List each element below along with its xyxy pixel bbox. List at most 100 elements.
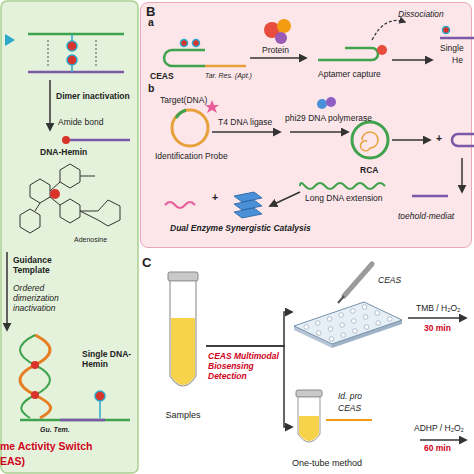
guided-helix bbox=[20, 335, 51, 418]
long-dna bbox=[412, 195, 448, 198]
annotation-label: Tar. Res. (Apt.) bbox=[205, 72, 252, 80]
step-arrow bbox=[461, 158, 463, 192]
annotation-label: Adenosine bbox=[74, 236, 107, 244]
g-quadruplex bbox=[234, 208, 262, 218]
readout-arrow bbox=[420, 440, 466, 441]
annotation-label: Single bbox=[440, 44, 464, 54]
single-hemin-strand bbox=[440, 37, 474, 40]
long-dna bbox=[270, 192, 300, 206]
plate-shape bbox=[388, 317, 393, 322]
small-shape bbox=[326, 419, 372, 421]
hemin-structure bbox=[35, 176, 120, 226]
plate-shape bbox=[362, 305, 367, 310]
plate-shape bbox=[294, 302, 402, 344]
dimer-illustration bbox=[67, 41, 77, 51]
ceas-probe bbox=[164, 40, 246, 67]
dimer-illustration bbox=[5, 34, 15, 46]
annotation-label: 60 min bbox=[424, 444, 451, 454]
reagent-label: CEAS bbox=[338, 404, 361, 414]
tube-shape bbox=[171, 318, 195, 385]
annotation-label: phi29 DNA polymerase bbox=[285, 114, 372, 124]
guided-helix bbox=[60, 419, 105, 422]
guided-helix bbox=[31, 391, 39, 399]
single-hemin-strand bbox=[440, 27, 474, 39]
pink-strand bbox=[165, 202, 195, 208]
plate-shape bbox=[351, 309, 356, 314]
ceas-probe bbox=[164, 50, 205, 66]
annotation-label: ADHP / H₂O₂ bbox=[414, 424, 464, 434]
rca-product bbox=[352, 122, 388, 158]
annotation-label: Amide bond bbox=[58, 118, 103, 128]
annotation-label: T4 DNA ligase bbox=[218, 118, 272, 128]
left-panel-background bbox=[1, 1, 138, 473]
pink-strand bbox=[165, 202, 195, 208]
step-arrow bbox=[462, 158, 463, 192]
plate-shape bbox=[316, 321, 321, 326]
polymerase-blob bbox=[317, 99, 327, 109]
protein-blob bbox=[275, 32, 287, 44]
aptamer-capture bbox=[318, 20, 405, 60]
sample-tube: Samples bbox=[160, 272, 206, 420]
annotation-label: Single DNA-Hemin bbox=[82, 350, 134, 370]
tube-shape bbox=[170, 281, 196, 386]
small-shape bbox=[298, 397, 320, 442]
annotation-label: a bbox=[148, 16, 154, 28]
guided-helix bbox=[20, 419, 130, 422]
guided-helix bbox=[95, 391, 105, 401]
hemin-structure bbox=[60, 199, 80, 223]
dimer-illustration bbox=[28, 33, 124, 36]
rca-product bbox=[361, 132, 378, 151]
plate-shape bbox=[317, 331, 322, 336]
guidance-arrow bbox=[6, 252, 8, 330]
annotation-label: Identification Probe bbox=[155, 152, 228, 162]
annotation-label: Dimer inactivation bbox=[56, 92, 130, 102]
annotation-label: me Activity Switch bbox=[0, 440, 92, 452]
polymerase-blob bbox=[326, 97, 336, 107]
step-arrow bbox=[50, 80, 51, 130]
guided-helix bbox=[31, 361, 39, 369]
guided-helix bbox=[20, 335, 130, 420]
dna-hemin-strand bbox=[62, 136, 130, 144]
plate-shape bbox=[364, 325, 369, 330]
small-shape bbox=[296, 390, 322, 397]
annotation-label: RCA bbox=[360, 166, 378, 176]
hemin-structure bbox=[30, 179, 50, 203]
annotation-label: TMB / H₂O₂ bbox=[416, 304, 460, 314]
readout-arrow bbox=[408, 318, 466, 319]
dimer-illustration bbox=[48, 40, 96, 66]
annotation-label: EAS) bbox=[0, 455, 25, 467]
hemin-structure bbox=[20, 209, 40, 233]
annotation-label: Long DNA extension bbox=[305, 194, 383, 204]
plate-shape bbox=[376, 321, 381, 326]
ceas-probe bbox=[193, 40, 200, 47]
plate-shape bbox=[327, 317, 332, 322]
ceas-probe bbox=[205, 65, 246, 68]
hemin-structure bbox=[20, 164, 120, 233]
plate-shape bbox=[340, 323, 345, 328]
step-arrow bbox=[250, 57, 306, 59]
flow-arrow bbox=[206, 346, 292, 427]
identification-probe bbox=[172, 100, 219, 146]
aptamer-capture bbox=[372, 20, 405, 40]
annotation-label: He bbox=[452, 56, 463, 66]
annotation-label: Aptamer capture bbox=[318, 70, 381, 80]
step-arrow bbox=[212, 131, 280, 133]
flow-arrow bbox=[206, 312, 292, 346]
dimer-illustration bbox=[5, 34, 124, 72]
g-quadruplex bbox=[234, 192, 262, 218]
annotation-label: Protein bbox=[262, 46, 289, 56]
microplate: CEAS bbox=[292, 276, 404, 348]
plate-shape bbox=[341, 333, 346, 338]
rca-product bbox=[352, 122, 388, 158]
step-arrow bbox=[290, 131, 348, 133]
dna-hemin-strand bbox=[70, 139, 130, 142]
annotation-label: DNA-Hemin bbox=[40, 148, 87, 158]
step-arrow bbox=[212, 132, 348, 133]
hairpin-probe bbox=[452, 134, 474, 146]
method-label: One-tube method bbox=[292, 458, 362, 468]
hemin-structure bbox=[60, 164, 80, 188]
plate-shape bbox=[304, 325, 309, 330]
plate-shape bbox=[328, 327, 333, 332]
